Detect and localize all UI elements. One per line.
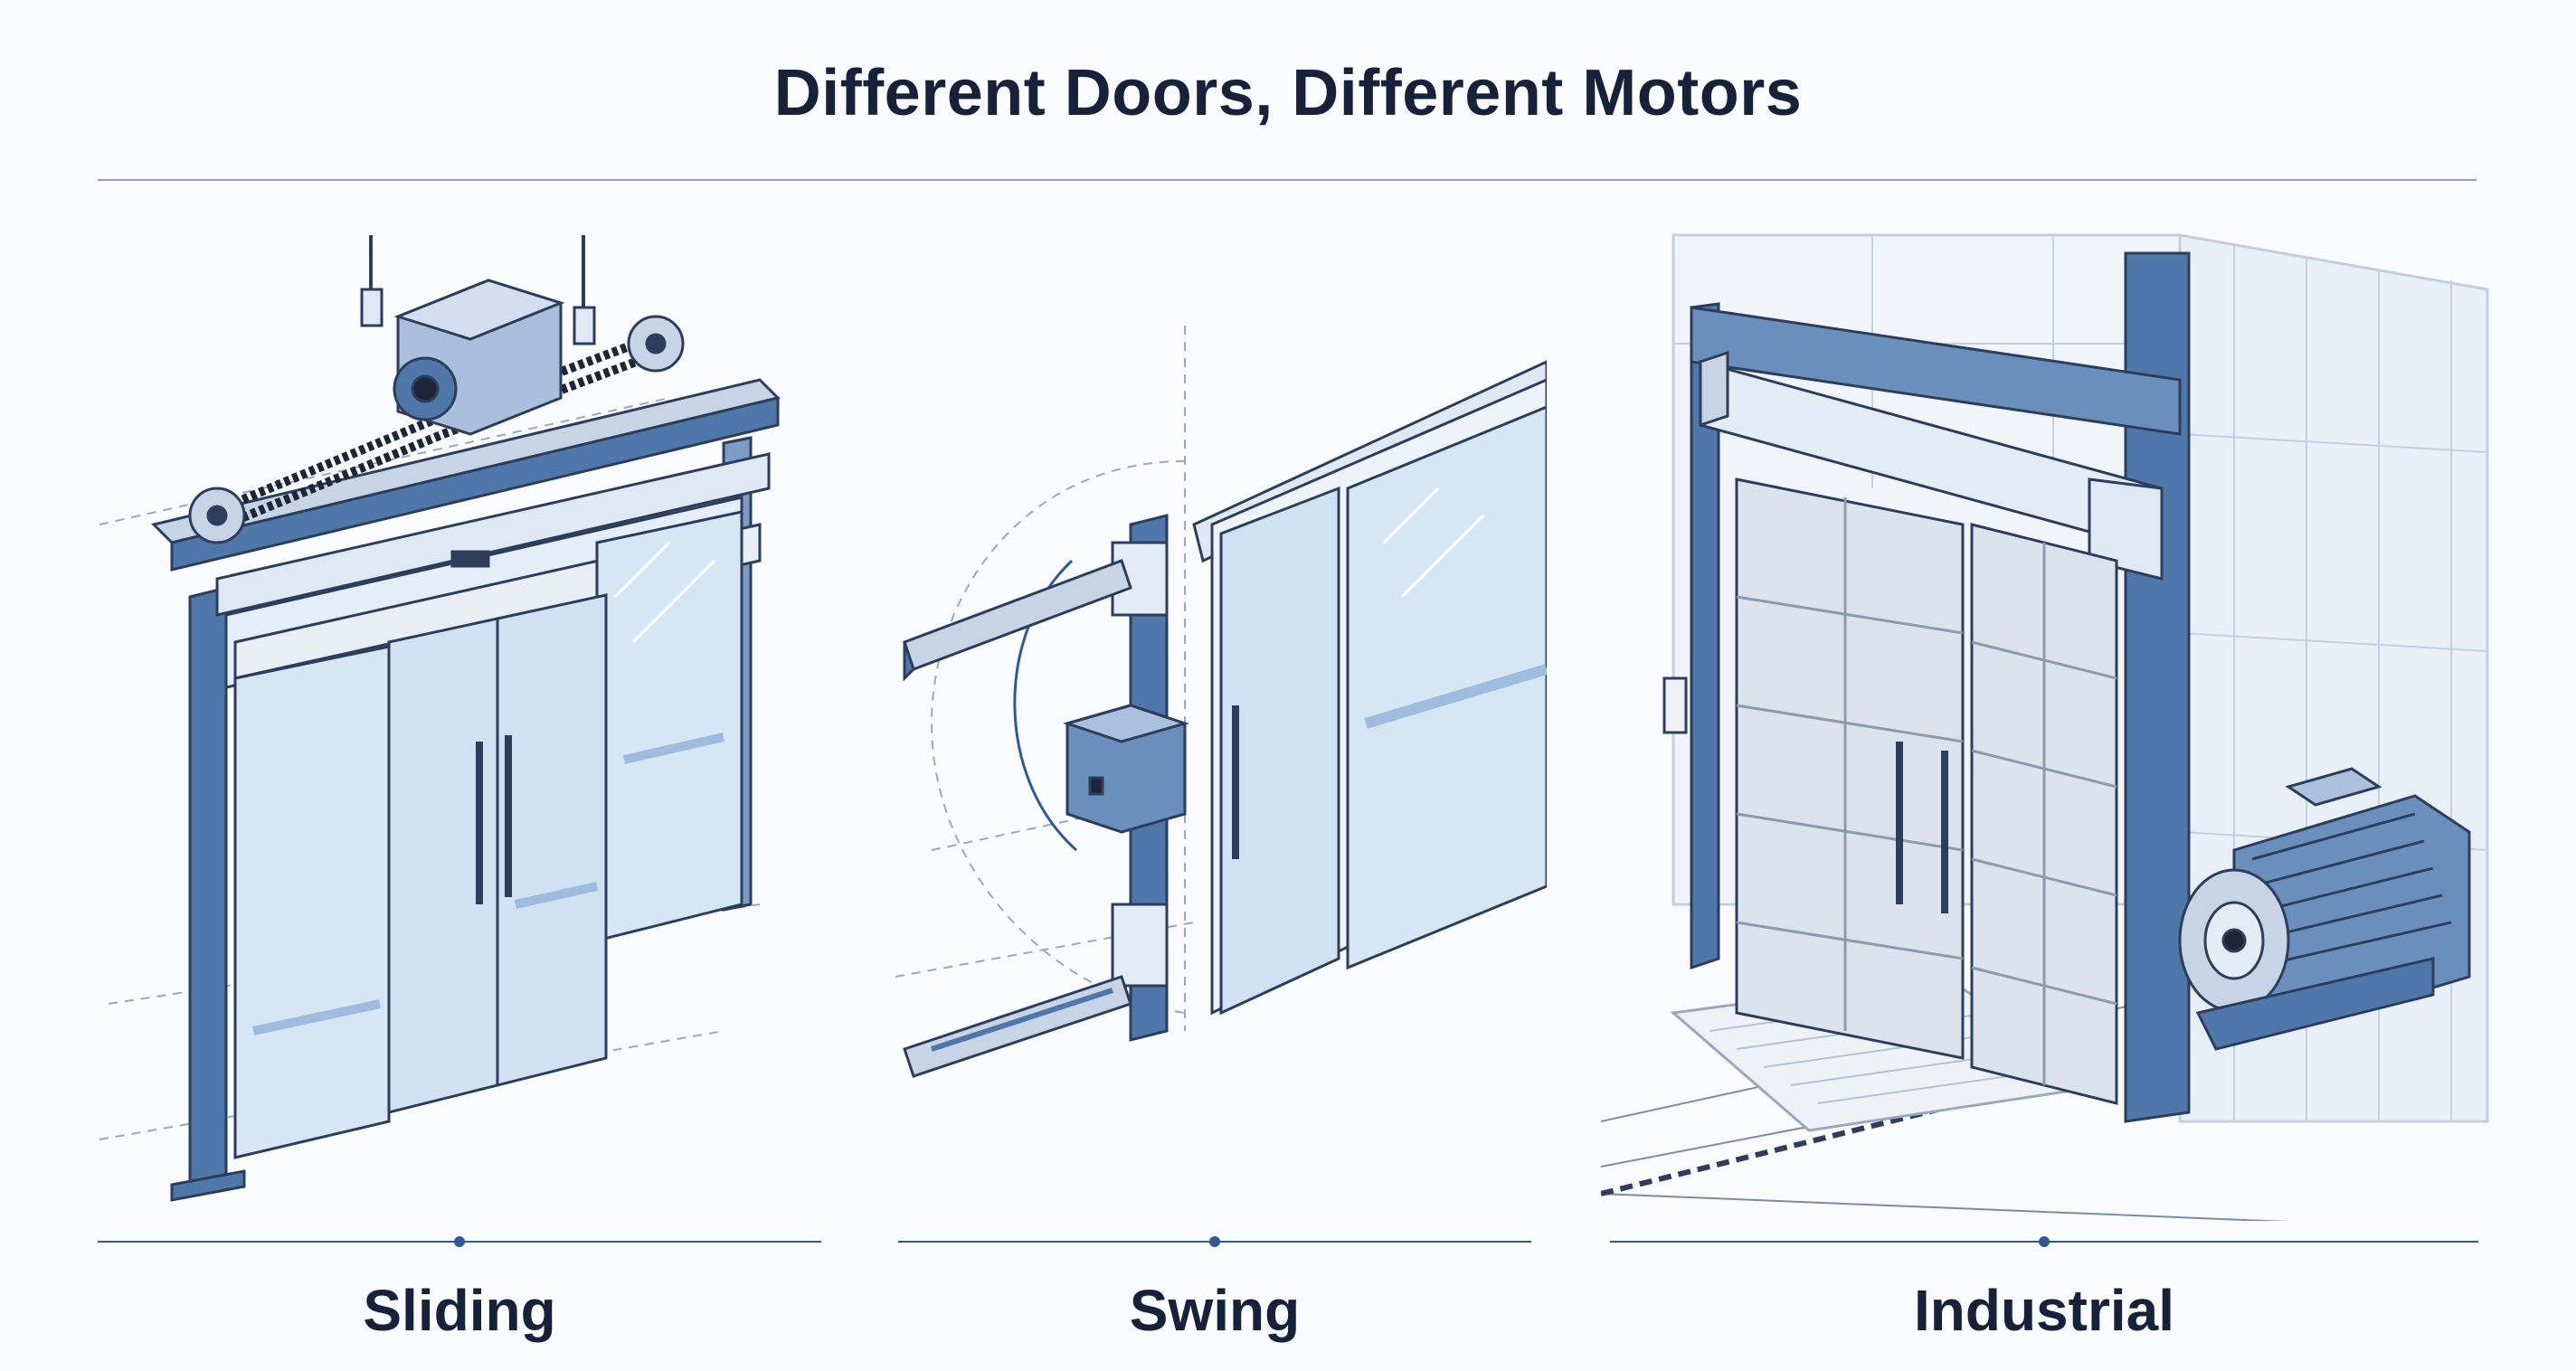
sliding-caption: Sliding <box>363 1278 556 1343</box>
swing-door-illustration <box>895 326 1547 1078</box>
industrial-caption: Industrial <box>1913 1278 2175 1343</box>
page-title: Different Doors, Different Motors <box>773 57 1803 129</box>
swing-baseline-dot <box>1209 1236 1220 1247</box>
title-divider <box>98 179 2477 181</box>
sliding-baseline-dot <box>454 1236 465 1247</box>
industrial-door-illustration <box>1601 233 2489 1221</box>
swing-caption: Swing <box>1129 1278 1301 1343</box>
industrial-baseline-dot <box>2039 1236 2050 1247</box>
sliding-door-illustration <box>99 235 781 1202</box>
